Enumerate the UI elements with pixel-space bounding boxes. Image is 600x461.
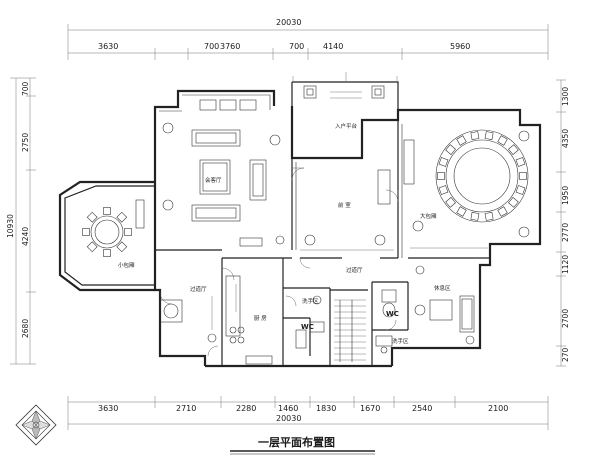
living-room-furniture: [162, 99, 285, 247]
left-dimension-chain: 10930 700 2750 4240 2680: [6, 77, 36, 365]
chair: [124, 228, 132, 236]
small-room-furniture: [82, 199, 145, 257]
chair: [86, 211, 98, 223]
dim-left-4: 2680: [21, 319, 30, 338]
chair: [116, 241, 128, 253]
label-kitchen: 厨 房: [254, 314, 267, 322]
interior-partitions: [155, 120, 490, 366]
dim-top-4: 700: [289, 42, 304, 51]
room-labels: 会客厅 入户平台 前 室 大包厢 小包厢 过道厅 过道厅 厨 房 洗手区 洗手区…: [118, 122, 451, 345]
doors: [159, 167, 399, 357]
large-room-furniture: [403, 129, 530, 249]
bottom-dimension-chain: 3630 2710 2280 1460 1830 1670 2540 2100 …: [67, 396, 549, 430]
dim-left-2: 2750: [21, 133, 30, 152]
dim-right-5: 1120: [561, 255, 570, 274]
compass-icon: [15, 404, 57, 446]
dim-left-3: 4240: [21, 227, 30, 246]
chair: [508, 197, 519, 208]
chair: [103, 207, 111, 215]
right-wet-area: [375, 289, 397, 354]
chair: [484, 131, 494, 141]
chair: [497, 135, 508, 146]
chair: [508, 144, 519, 155]
chair: [438, 157, 449, 167]
chair: [470, 211, 480, 221]
chair: [82, 228, 90, 236]
drawing-title: 一层平面布置图: [258, 435, 335, 449]
drawing-title-block: 一层平面布置图: [230, 435, 375, 455]
top-dimension-chain: 20030 3630 700 3760 700 4140 5960: [67, 18, 549, 60]
dim-right-4: 2770: [561, 223, 570, 242]
label-corridor-center: 过道厅: [346, 266, 363, 274]
chair: [484, 211, 494, 221]
entry-platform-details: [292, 72, 398, 99]
dim-right-6: 2700: [561, 309, 570, 328]
dim-bottom-2: 2710: [176, 404, 196, 413]
chair: [438, 185, 449, 195]
chair: [497, 206, 508, 217]
label-foyer: 前 室: [338, 201, 351, 209]
dim-bottom-4: 1460: [278, 404, 298, 413]
total-height-left: 10930: [6, 214, 15, 238]
left-corridor-details: [159, 296, 217, 343]
small-table-chairs: [82, 207, 132, 257]
chair: [515, 157, 526, 167]
label-washroom-left: 洗手区: [302, 297, 319, 305]
chair: [519, 172, 527, 180]
chair: [515, 185, 526, 195]
dim-top-2: 700: [204, 42, 219, 51]
label-small-private-room: 小包厢: [118, 261, 135, 269]
label-entry-platform: 入户平台: [335, 122, 358, 130]
chair: [456, 135, 467, 146]
chair: [445, 144, 456, 155]
dim-bottom-5: 1830: [316, 404, 336, 413]
label-rest-area: 休息区: [434, 284, 451, 292]
dim-bottom-7: 2540: [412, 404, 432, 413]
total-width-bottom: 20030: [276, 414, 301, 423]
foyer-details: [300, 169, 394, 251]
chair: [470, 131, 480, 141]
stair-treads: [334, 299, 366, 361]
dim-right-3: 1950: [561, 186, 570, 205]
dim-bottom-6: 1670: [360, 404, 380, 413]
kitchen-fixtures: [225, 275, 273, 365]
dim-bottom-8: 2100: [488, 404, 508, 413]
center-wet-area: [295, 295, 366, 362]
dim-top-3: 3760: [220, 42, 240, 51]
chair: [116, 211, 128, 223]
dim-bottom-3: 2280: [236, 404, 256, 413]
chair: [103, 249, 111, 257]
dim-top-6: 5960: [450, 42, 470, 51]
label-wc-left: WC: [301, 323, 314, 331]
dim-right-2: 4350: [561, 129, 570, 148]
dim-right-1: 1300: [561, 87, 570, 106]
label-corridor-left: 过道厅: [190, 285, 207, 293]
label-living-room: 会客厅: [205, 176, 222, 184]
label-washroom-right: 洗手区: [392, 337, 409, 345]
chair: [86, 241, 98, 253]
right-dimension-chain: 1300 4350 1950 2770 1120 2700 270: [556, 79, 570, 367]
dim-top-1: 3630: [98, 42, 118, 51]
label-large-private-room: 大包厢: [420, 212, 437, 220]
exterior-walls: [58, 81, 542, 368]
dim-right-7: 270: [561, 347, 570, 362]
dim-top-5: 4140: [323, 42, 343, 51]
chair: [437, 172, 445, 180]
dim-left-1: 700: [21, 81, 30, 96]
dim-bottom-1: 3630: [98, 404, 118, 413]
chair: [456, 206, 467, 217]
label-wc-right: WC: [386, 310, 399, 318]
rest-area-furniture: [414, 265, 475, 345]
banquet-chairs: [437, 131, 527, 221]
total-width-top: 20030: [276, 18, 301, 27]
chair: [445, 197, 456, 208]
